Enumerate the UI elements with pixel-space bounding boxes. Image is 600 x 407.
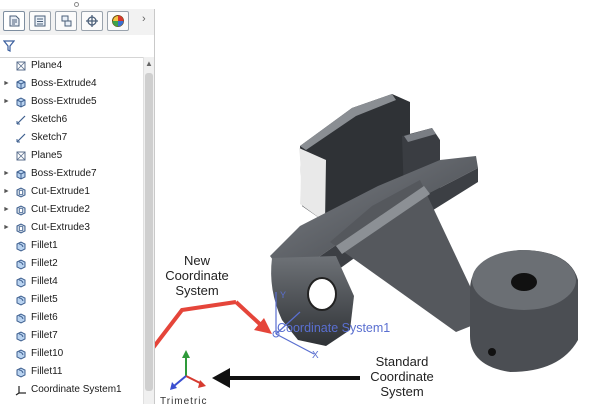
feature-manager-icon	[9, 15, 20, 27]
tree-item[interactable]: Fillet6	[0, 309, 143, 327]
cut-extrude-icon	[15, 186, 27, 198]
tree-item-label: Boss-Extrude5	[31, 96, 97, 107]
tree-item-label: Plane4	[31, 60, 63, 71]
boss-extrude-icon	[15, 78, 27, 90]
tree-item[interactable]: Coordinate System1	[0, 381, 143, 399]
tree-item[interactable]: Plane4	[0, 57, 143, 75]
filter-icon[interactable]	[3, 40, 15, 52]
tree-item[interactable]: Fillet10	[0, 345, 143, 363]
standard-coordinate-triad	[170, 350, 206, 390]
tree-item-label: Fillet4	[31, 276, 58, 287]
scroll-thumb[interactable]	[145, 73, 153, 391]
fillet-icon	[15, 312, 27, 324]
expand-arrow-icon[interactable]: ►	[3, 188, 10, 195]
part-model[interactable]	[270, 94, 578, 372]
tree-item-label: Boss-Extrude4	[31, 78, 97, 89]
plane-icon	[15, 60, 27, 72]
tree-item[interactable]: ► Boss-Extrude5	[0, 93, 143, 111]
tree-item[interactable]: ► Cut-Extrude3	[0, 219, 143, 237]
annotation-new-coordinate-system: New Coordinate System	[165, 253, 229, 298]
tree-item[interactable]: ► Cut-Extrude2	[0, 201, 143, 219]
svg-text:Y: Y	[280, 290, 286, 300]
fillet-icon	[15, 276, 27, 288]
new-coordinate-system-triad[interactable]: Y X	[272, 290, 319, 361]
tree-item[interactable]: Fillet11	[0, 363, 143, 381]
manager-tab-bar: ›	[0, 9, 154, 36]
graphics-viewport[interactable]: Y X	[155, 0, 600, 404]
fillet-icon	[15, 366, 27, 378]
tree-item-label: Cut-Extrude3	[31, 222, 90, 233]
property-manager-tab[interactable]	[29, 11, 51, 31]
expand-arrow-icon[interactable]: ►	[3, 206, 10, 213]
tree-item[interactable]: Fillet2	[0, 255, 143, 273]
plane-icon	[15, 150, 27, 162]
display-manager-tab[interactable]	[107, 11, 129, 31]
tree-item[interactable]: Fillet7	[0, 327, 143, 345]
display-manager-icon	[112, 15, 124, 27]
feature-manager-tab[interactable]	[3, 11, 25, 31]
fillet-icon	[15, 294, 27, 306]
boss-extrude-icon	[15, 168, 27, 180]
tree-item-label: Cut-Extrude1	[31, 186, 90, 197]
tree-item[interactable]: Sketch6	[0, 111, 143, 129]
tree-item-label: Fillet11	[31, 366, 63, 377]
tree-item-label: Fillet5	[31, 294, 58, 305]
tree-item-label: Fillet10	[31, 348, 64, 359]
tree-scrollbar[interactable]: ▲	[143, 57, 154, 404]
tree-item-label: Fillet1	[31, 240, 58, 251]
tree-item[interactable]: ► Cut-Extrude1	[0, 183, 143, 201]
expand-arrow-icon[interactable]: ►	[3, 224, 10, 231]
sketch-icon	[15, 114, 27, 126]
fillet-icon	[15, 330, 27, 342]
tree-item-label: Sketch6	[31, 114, 68, 125]
tree-item-label: Fillet7	[31, 330, 58, 341]
coordinate-system-label[interactable]: Coordinate System1	[277, 321, 391, 335]
tree-item[interactable]: ► Boss-Extrude4	[0, 75, 143, 93]
tree-item-label: Cut-Extrude2	[31, 204, 90, 215]
tree-item[interactable]: ► Boss-Extrude7	[0, 165, 143, 183]
dimxpert-icon	[86, 15, 98, 27]
cut-extrude-icon	[15, 222, 27, 234]
tree-item-label: Plane5	[31, 150, 63, 161]
tree-item-label: Fillet6	[31, 312, 58, 323]
tree-item[interactable]: Sketch7	[0, 129, 143, 147]
panel-resize-handle[interactable]	[0, 0, 155, 9]
dimxpert-manager-tab[interactable]	[81, 11, 103, 31]
cut-extrude-icon	[15, 204, 27, 216]
tree-item[interactable]: Fillet5	[0, 291, 143, 309]
fillet-icon	[15, 258, 27, 270]
expand-arrow-icon[interactable]: ►	[3, 98, 10, 105]
coordinate-system-icon	[15, 384, 27, 396]
scroll-up-arrow-icon[interactable]: ▲	[145, 59, 153, 68]
tree-filter-bar[interactable]	[0, 35, 154, 58]
tree-item-label: Coordinate System1	[31, 384, 122, 395]
configuration-manager-tab[interactable]	[55, 11, 77, 31]
fillet-icon	[15, 240, 27, 252]
annotation-arrows	[155, 300, 360, 388]
expand-arrow-icon[interactable]: ►	[3, 170, 10, 177]
tab-overflow-chevron-icon[interactable]: ›	[142, 13, 146, 25]
sketch-icon	[15, 132, 27, 144]
tree-item-label: Fillet2	[31, 258, 58, 269]
tree-item-label: Sketch7	[31, 132, 68, 143]
svg-text:X: X	[312, 350, 319, 361]
handle-dot	[74, 2, 79, 7]
fillet-icon	[15, 348, 27, 360]
boss-extrude-icon	[15, 96, 27, 108]
tree-item[interactable]: Fillet4	[0, 273, 143, 291]
annotation-standard-coordinate-system: Standard Coordinate System	[370, 354, 434, 399]
tree-item[interactable]: Plane5	[0, 147, 143, 165]
view-orientation-label: Trimetric	[160, 396, 208, 407]
configuration-manager-icon	[61, 15, 72, 27]
tree-item-label: Boss-Extrude7	[31, 168, 97, 179]
tree-item[interactable]: Fillet1	[0, 237, 143, 255]
property-manager-icon	[34, 15, 46, 27]
expand-arrow-icon[interactable]: ►	[3, 80, 10, 87]
